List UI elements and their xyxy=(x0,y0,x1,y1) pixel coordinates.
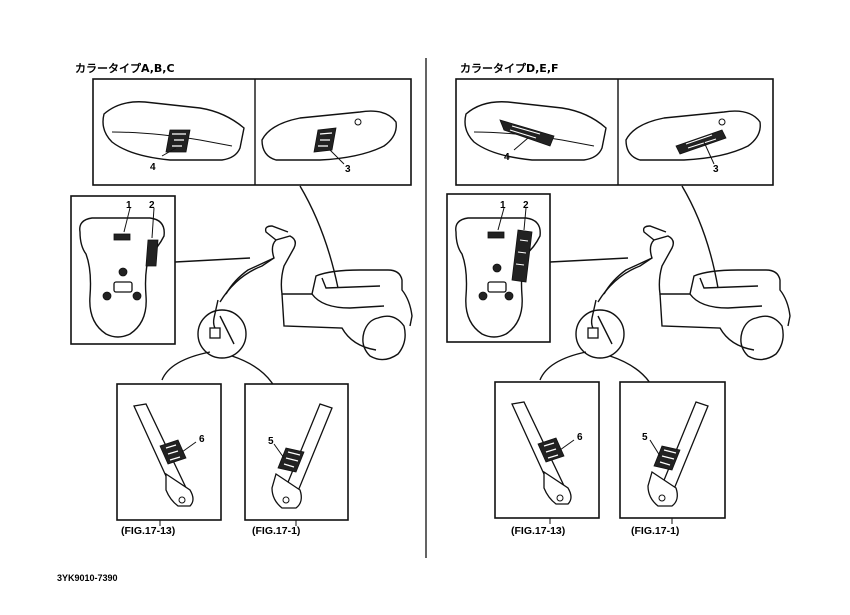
left-side-cover xyxy=(102,101,245,161)
emblem-2 xyxy=(145,239,159,267)
front-fork-left-abc xyxy=(133,403,197,507)
callout-5-abc: 5 xyxy=(268,436,274,447)
front-fork-right-abc xyxy=(271,403,333,509)
panel-title-def: カラータイプD,E,F xyxy=(460,61,559,75)
left-side-cover-def xyxy=(464,101,607,161)
callout-3-abc: 3 xyxy=(345,164,351,175)
document-code: 3YK9010-7390 xyxy=(57,573,118,583)
fig-ref-17-1-def: (FIG.17-1) xyxy=(631,525,679,537)
callout-2-abc: 2 xyxy=(149,200,155,211)
panel-title-abc: カラータイプA,B,C xyxy=(75,61,175,75)
callout-1-def: 1 xyxy=(500,200,506,211)
fig-ref-17-13-def: (FIG.17-13) xyxy=(511,525,565,537)
front-fork-right-def xyxy=(647,401,709,507)
side-cover-inset xyxy=(92,78,412,186)
callout-2-def: 2 xyxy=(523,200,529,211)
callout-6-def: 6 xyxy=(577,432,583,443)
callout-4-abc: 4 xyxy=(150,162,156,173)
callout-1-abc: 1 xyxy=(126,200,132,211)
panel-color-type-def: カラータイプD,E,F 4 3 xyxy=(446,61,791,537)
emblem-1 xyxy=(113,233,131,241)
right-side-cover-def xyxy=(625,110,761,165)
front-fork-left-def xyxy=(511,401,575,505)
scooter-body-abc xyxy=(197,225,413,361)
callout-3-def: 3 xyxy=(713,164,719,175)
callout-4-def: 4 xyxy=(504,152,510,163)
side-cover-inset-def xyxy=(455,78,774,186)
fig-ref-17-13-abc: (FIG.17-13) xyxy=(121,525,175,537)
callout-5-def: 5 xyxy=(642,432,648,443)
emblem-1-def xyxy=(487,231,505,239)
scooter-body-def xyxy=(575,225,791,361)
fig-ref-17-1-abc: (FIG.17-1) xyxy=(252,525,300,537)
front-leg-shield xyxy=(79,207,165,338)
right-side-cover xyxy=(261,110,397,165)
emblem-2-def xyxy=(511,229,533,283)
callout-6-abc: 6 xyxy=(199,434,205,445)
panel-color-type-abc: カラータイプA,B,C 4 3 xyxy=(70,61,413,537)
front-leg-shield-def xyxy=(455,207,541,338)
